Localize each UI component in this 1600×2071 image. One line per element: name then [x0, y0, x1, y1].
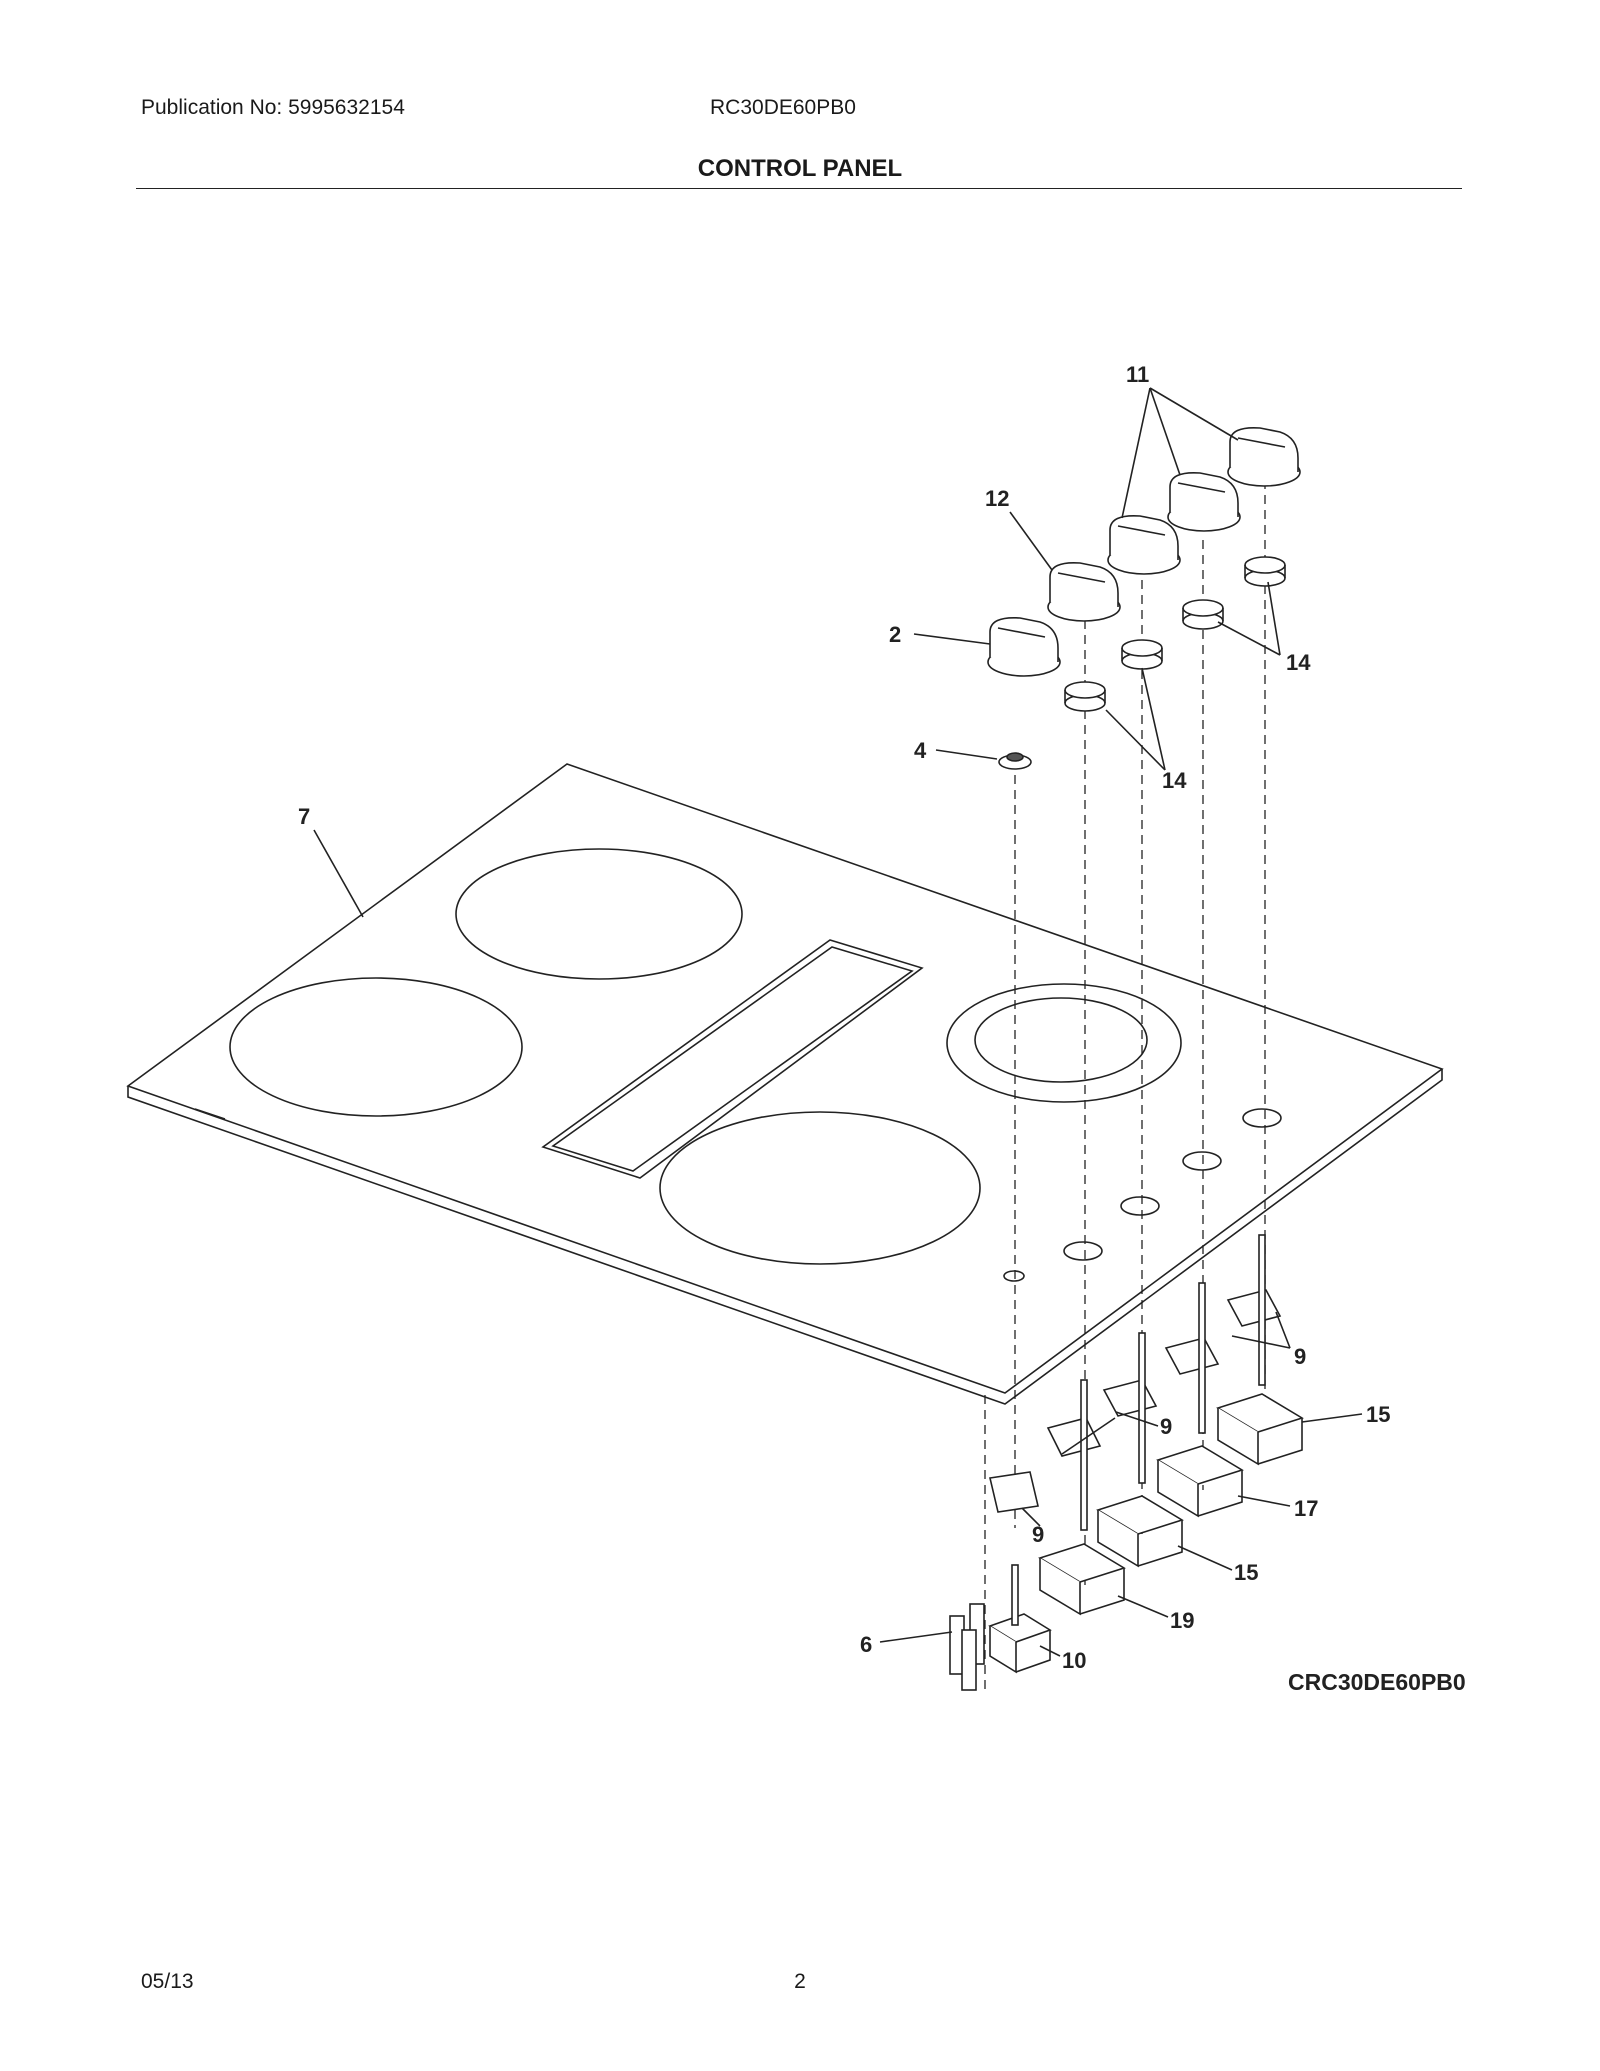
hole-4	[1242, 1108, 1282, 1128]
callout-2: 2	[889, 622, 901, 647]
callout-9-middle: 9	[1160, 1414, 1172, 1439]
callout-12: 12	[985, 486, 1009, 511]
callout-14-lower: 14	[1162, 768, 1187, 793]
callout-9-upper: 9	[1294, 1344, 1306, 1369]
callout-15-lower: 15	[1234, 1560, 1258, 1585]
callout-4: 4	[914, 738, 927, 763]
bezels	[1064, 556, 1286, 712]
callout-11: 11	[1126, 362, 1149, 387]
knob-2	[987, 616, 1061, 677]
knob-12	[1047, 561, 1121, 622]
burner-rear-left	[455, 848, 743, 980]
callout-7: 7	[298, 804, 310, 829]
hole-switch	[1003, 1270, 1025, 1282]
burner-front-right	[659, 1111, 981, 1265]
switches	[949, 1234, 1304, 1691]
publication-date: 05/13	[141, 1970, 194, 1993]
page-title: CONTROL PANEL	[697, 155, 903, 182]
knobs	[987, 426, 1301, 677]
callout-17: 17	[1294, 1496, 1318, 1521]
center-channel	[541, 939, 924, 1179]
switch-15-upper	[1216, 1234, 1304, 1466]
knob-11-c	[1227, 426, 1301, 487]
cooktop-panel	[126, 763, 1444, 1405]
diagram-reference-code: CRC30DE60PB0	[1288, 1669, 1466, 1695]
model-number: RC30DE60PB0	[710, 96, 856, 119]
callout-19: 19	[1170, 1608, 1194, 1633]
callout-10: 10	[1062, 1648, 1086, 1673]
title-rule	[136, 188, 1462, 189]
page-number: 2	[794, 1970, 806, 1993]
hole-3	[1182, 1151, 1222, 1171]
publication-number: Publication No: 5995632154	[141, 96, 405, 119]
hole-1	[1063, 1241, 1103, 1261]
burner-rear-right-inner	[974, 997, 1148, 1083]
callout-6: 6	[860, 1632, 872, 1657]
switch-15-lower	[1096, 1332, 1184, 1568]
switch-17	[1156, 1282, 1244, 1518]
burner-front-left	[229, 977, 523, 1117]
switch-19	[1038, 1379, 1126, 1616]
grommet-4	[998, 752, 1032, 770]
knob-11-b	[1167, 471, 1241, 532]
switch-10	[988, 1564, 1052, 1674]
leader-lines	[313, 387, 1363, 1657]
hole-2	[1120, 1196, 1160, 1216]
indicator-light-6	[949, 1603, 985, 1691]
callout-15-upper: 15	[1366, 1402, 1390, 1427]
callout-14-upper: 14	[1286, 650, 1311, 675]
burner-rear-right-outer	[946, 983, 1182, 1103]
knob-11-a	[1107, 514, 1181, 575]
callout-9-lower: 9	[1032, 1522, 1044, 1547]
